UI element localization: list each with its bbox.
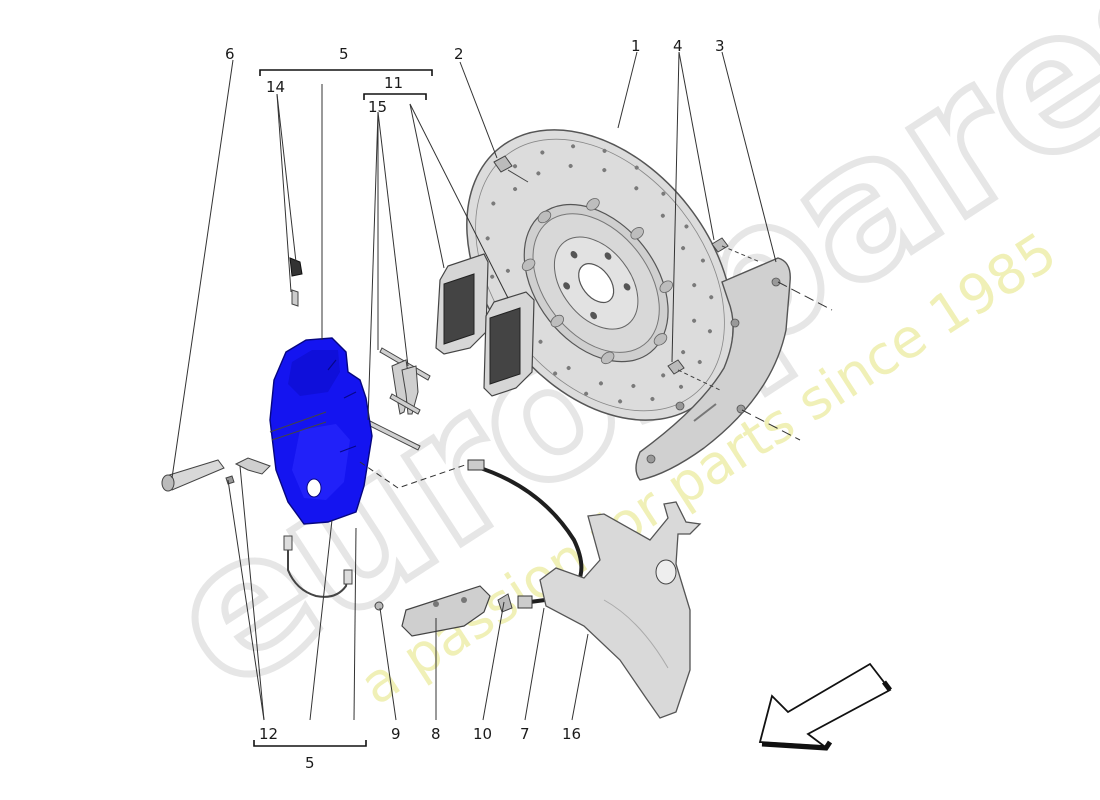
callout-12: 12 (259, 725, 278, 743)
callout-10: 10 (473, 725, 492, 743)
callout-16: 16 (562, 725, 581, 743)
callout-3: 3 (715, 37, 725, 55)
pad-retainer (365, 347, 431, 451)
callout-8: 8 (431, 725, 441, 743)
callout-6: 6 (225, 45, 235, 63)
callout-labels: 6 5 14 11 15 2 1 4 3 12 9 8 10 7 16 5 (225, 37, 725, 772)
hose-clip (497, 593, 513, 613)
callout-4: 4 (673, 37, 683, 55)
callout-2: 2 (454, 45, 464, 63)
brake-caliper (269, 337, 373, 525)
callout-5-top: 5 (339, 45, 349, 63)
leader-lines (171, 51, 777, 721)
wear-sensor (283, 535, 353, 598)
shield-screw (667, 359, 721, 391)
brake-disc (466, 129, 734, 421)
brake-pad (483, 291, 535, 397)
callout-14: 14 (266, 78, 285, 96)
callout-5-bottom: 5 (305, 754, 315, 772)
direction-arrow (758, 662, 892, 751)
bleeder-valve (289, 257, 303, 307)
caliper-clip (225, 457, 271, 485)
callout-15: 15 (368, 98, 387, 116)
callout-9: 9 (391, 725, 401, 743)
bracket-bolt (374, 601, 384, 611)
callout-11: 11 (384, 74, 403, 92)
callout-1: 1 (631, 37, 641, 55)
callout-7: 7 (520, 725, 530, 743)
group-brackets (253, 69, 433, 747)
hose-bracket (401, 585, 491, 637)
guide-pin (161, 411, 327, 492)
disc-screw (493, 155, 529, 183)
dust-cover (539, 501, 702, 719)
heat-shield (635, 257, 833, 481)
shield-screw (711, 237, 761, 263)
